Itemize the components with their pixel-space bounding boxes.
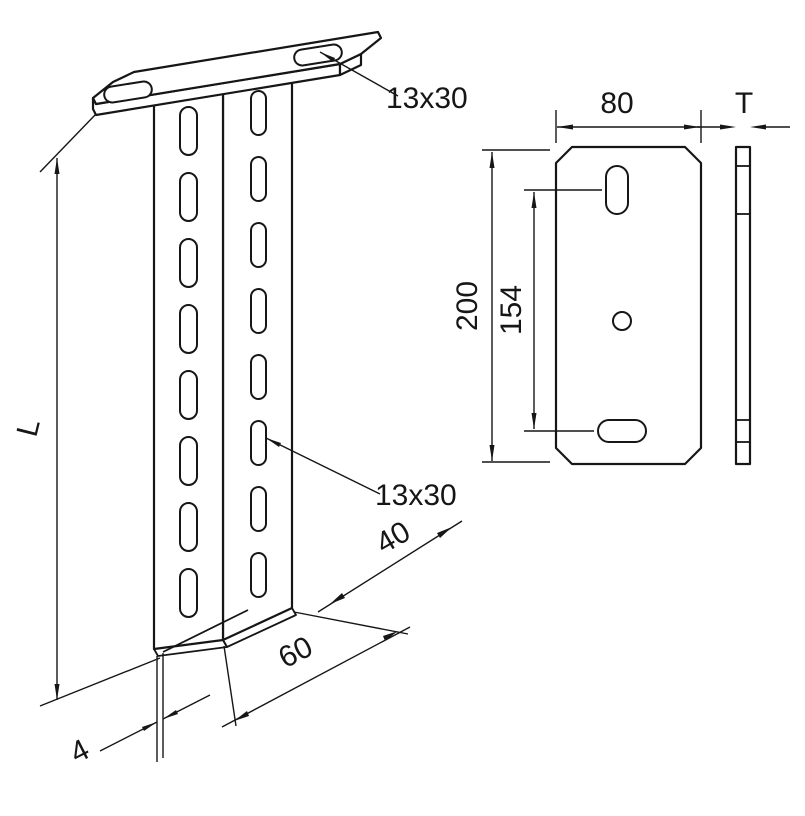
- dimension-40: 40: [293, 515, 463, 635]
- channel-side-face: [221, 48, 294, 642]
- label-80: 80: [600, 87, 633, 120]
- arrowhead: [750, 124, 766, 130]
- plate-edge-outline: [734, 145, 752, 466]
- label-154: 154: [495, 285, 528, 335]
- channel-slot: [250, 222, 267, 268]
- dimension-4: 4: [65, 653, 211, 770]
- arrowhead: [489, 445, 495, 461]
- channel-bottom-cut: [153, 607, 297, 657]
- dimension-154: 154: [495, 189, 602, 432]
- channel-slot: [179, 502, 198, 552]
- front-dimensions: 80 T 200 154: [451, 87, 790, 463]
- arrowhead: [320, 52, 335, 62]
- arrowhead: [163, 710, 178, 719]
- label-slot-top-plate: 13x30: [386, 82, 468, 115]
- channel-slot: [179, 370, 198, 420]
- plate-outline: [554, 145, 703, 466]
- label-4: 4: [65, 733, 95, 770]
- label-slot-profile: 13x30: [375, 479, 457, 512]
- channel-slot: [250, 354, 267, 400]
- head-plate-slot-left: [103, 80, 153, 104]
- arrowhead: [531, 192, 537, 208]
- side-view: [734, 145, 752, 466]
- arrowhead: [330, 593, 345, 604]
- plate-slot-top: [605, 165, 629, 215]
- arrowhead: [142, 722, 157, 731]
- arrowhead: [383, 631, 398, 641]
- channel-front-face-outline: [152, 71, 225, 651]
- dimension-80: 80: [555, 87, 702, 143]
- channel-slot: [179, 106, 198, 156]
- arrowhead: [266, 438, 281, 447]
- arrowhead: [720, 124, 736, 130]
- plate-center-hole: [612, 311, 632, 331]
- channel-front-face: [152, 71, 225, 651]
- label-L: L: [11, 416, 47, 440]
- dimension-60: 60: [221, 626, 411, 728]
- leader-slot-profile: 13x30: [265, 437, 457, 512]
- channel-bottom-band-side: [222, 607, 297, 648]
- extension-line: [293, 611, 409, 635]
- extension-line: [39, 657, 161, 707]
- isometric-view: L 13x30 13x30 40: [11, 30, 468, 770]
- arrowhead: [531, 413, 537, 429]
- channel-slot: [250, 90, 267, 136]
- leader-slot-top-plate: 13x30: [319, 51, 468, 115]
- channel-slot: [250, 288, 267, 334]
- head-plate: [91, 30, 383, 117]
- channel-side-face-outline: [221, 48, 294, 642]
- channel-slot: [179, 436, 198, 486]
- arrowhead: [489, 152, 495, 168]
- dimension-T: T: [697, 87, 790, 130]
- label-T: T: [735, 87, 753, 120]
- extension-line: [223, 645, 237, 727]
- front-view: [554, 145, 703, 466]
- channel-slot: [179, 238, 198, 288]
- dimension-line: [221, 626, 411, 728]
- channel-slot: [179, 304, 198, 354]
- dimension-L: L: [11, 113, 161, 707]
- leader-line: [265, 437, 381, 495]
- channel-slot: [250, 486, 267, 532]
- arrowhead: [684, 124, 700, 130]
- arrowhead: [54, 158, 60, 174]
- arrowhead: [557, 124, 573, 130]
- dimension-200: 200: [451, 149, 550, 463]
- head-plate-slot-right: [293, 43, 343, 67]
- arrowhead: [54, 684, 60, 700]
- channel-slot: [250, 420, 267, 466]
- arrowhead: [234, 711, 249, 721]
- channel-slot: [179, 568, 198, 618]
- channel-slot: [179, 172, 198, 222]
- extension-line: [39, 113, 97, 173]
- channel-bottom-inner-edge: [162, 609, 249, 653]
- plate-slot-bottom: [597, 419, 647, 443]
- label-200: 200: [451, 281, 484, 331]
- arrowhead: [437, 527, 452, 538]
- label-60: 60: [273, 630, 318, 675]
- channel-slot: [250, 156, 267, 202]
- channel-slot: [250, 552, 267, 598]
